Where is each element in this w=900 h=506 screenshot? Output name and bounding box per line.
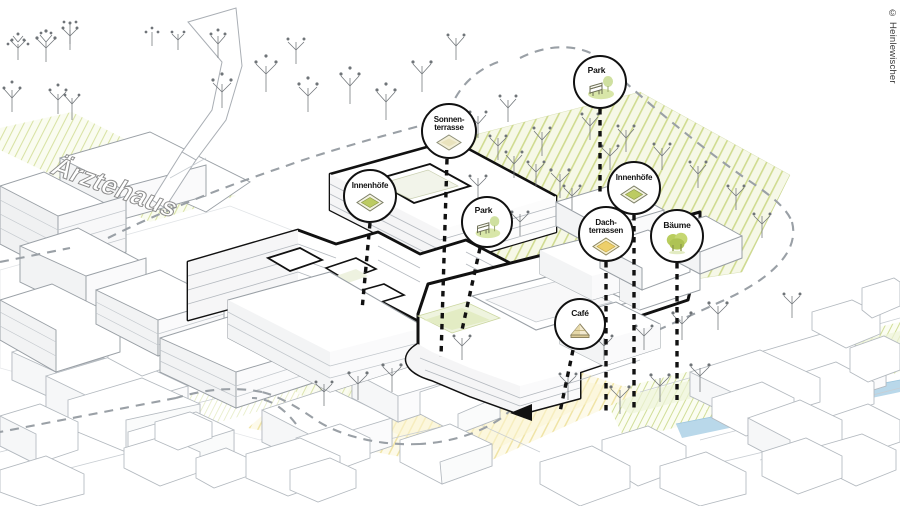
callout-park-mid[interactable]: Park — [461, 196, 513, 248]
courtyard-diamond-icon — [620, 185, 648, 204]
tree-icon — [662, 231, 692, 255]
site-boundary-dashed — [0, 46, 795, 446]
leader-sonnenterrasse — [439, 158, 449, 358]
context-buildings-northwest — [0, 7, 317, 409]
callout-label: Dach- terrassen — [588, 218, 624, 236]
callout-sonnenterrasse[interactable]: Sonnen- terrasse — [421, 103, 477, 159]
trees-layer — [2, 20, 802, 414]
leader-innenhoefe-west — [360, 222, 372, 311]
park-bench-tree-icon — [469, 215, 505, 240]
leader-park-mid — [460, 247, 482, 331]
callout-innenhoefe-west[interactable]: Innenhöfe — [343, 169, 397, 223]
copyright-notice: © Heinlewischer — [887, 8, 898, 84]
building-south-wing — [227, 271, 431, 393]
courtyard-diamond-icon — [356, 193, 384, 212]
park-bench-tree-icon — [581, 75, 619, 101]
callout-leader-lines — [360, 109, 679, 413]
callout-label: Park — [587, 65, 606, 75]
callout-label: Sonnen- terrasse — [433, 115, 465, 133]
sun-terrace-diamond-icon — [436, 134, 462, 151]
callout-label: Innenhöfe — [351, 181, 389, 190]
roof-terrace-diamond-icon — [592, 237, 620, 256]
black-triangle-marker — [510, 404, 532, 421]
callout-label: Innenhöfe — [615, 173, 653, 182]
callout-label: Park — [474, 205, 493, 215]
callout-cafe[interactable]: Café — [554, 298, 606, 350]
context-buildings-southeast — [539, 277, 900, 506]
callout-baeume[interactable]: Bäume — [650, 209, 704, 263]
callout-park-north[interactable]: Park — [573, 55, 627, 109]
callout-label: Bäume — [663, 220, 691, 230]
callout-label: Café — [571, 308, 589, 318]
cake-slice-icon — [566, 320, 594, 340]
callout-dachterrassen[interactable]: Dach- terrassen — [578, 206, 634, 262]
